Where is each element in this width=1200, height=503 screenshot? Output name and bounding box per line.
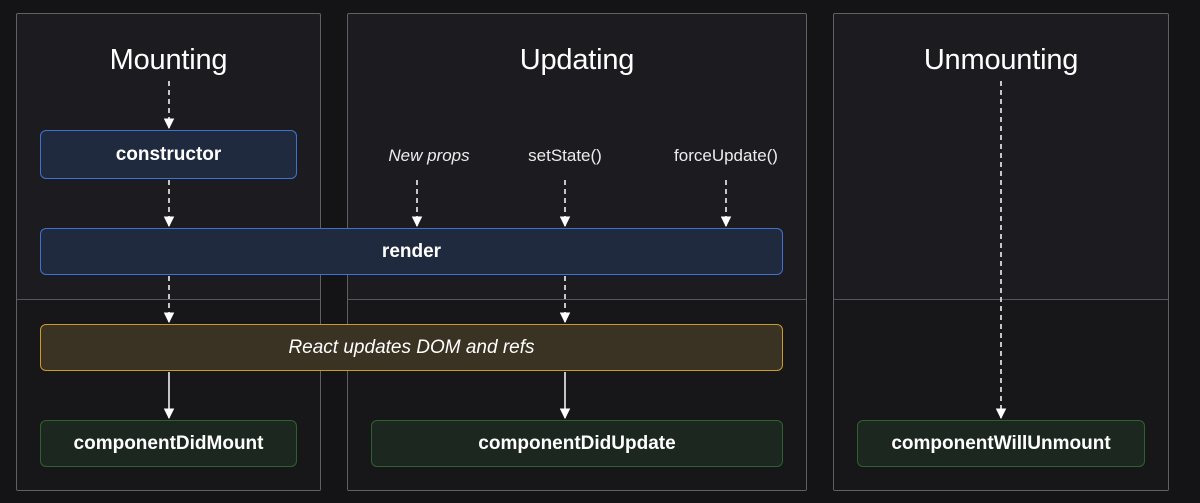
render-label: render <box>381 240 442 262</box>
unmounting-title: Unmounting <box>923 44 1079 76</box>
componentdidmount-box: componentDidMount <box>40 420 297 467</box>
updating-title: Updating <box>519 44 635 76</box>
trigger-force-update: forceUpdate() <box>674 146 778 165</box>
dom-update-label: React updates DOM and refs <box>288 336 535 358</box>
trigger-set-state: setState() <box>528 146 602 165</box>
render-box: render <box>40 228 783 275</box>
componentwillunmount-label: componentWillUnmount <box>891 432 1111 454</box>
mounting-title: Mounting <box>109 44 228 76</box>
constructor-box: constructor <box>40 130 297 179</box>
componentwillunmount-box: componentWillUnmount <box>857 420 1145 467</box>
trigger-new-props: New props <box>388 146 470 165</box>
componentdidmount-label: componentDidMount <box>73 432 264 454</box>
componentdidupdate-label: componentDidUpdate <box>478 432 676 454</box>
constructor-label: constructor <box>115 143 222 165</box>
dom-update-box: React updates DOM and refs <box>40 324 783 371</box>
componentdidupdate-box: componentDidUpdate <box>371 420 783 467</box>
